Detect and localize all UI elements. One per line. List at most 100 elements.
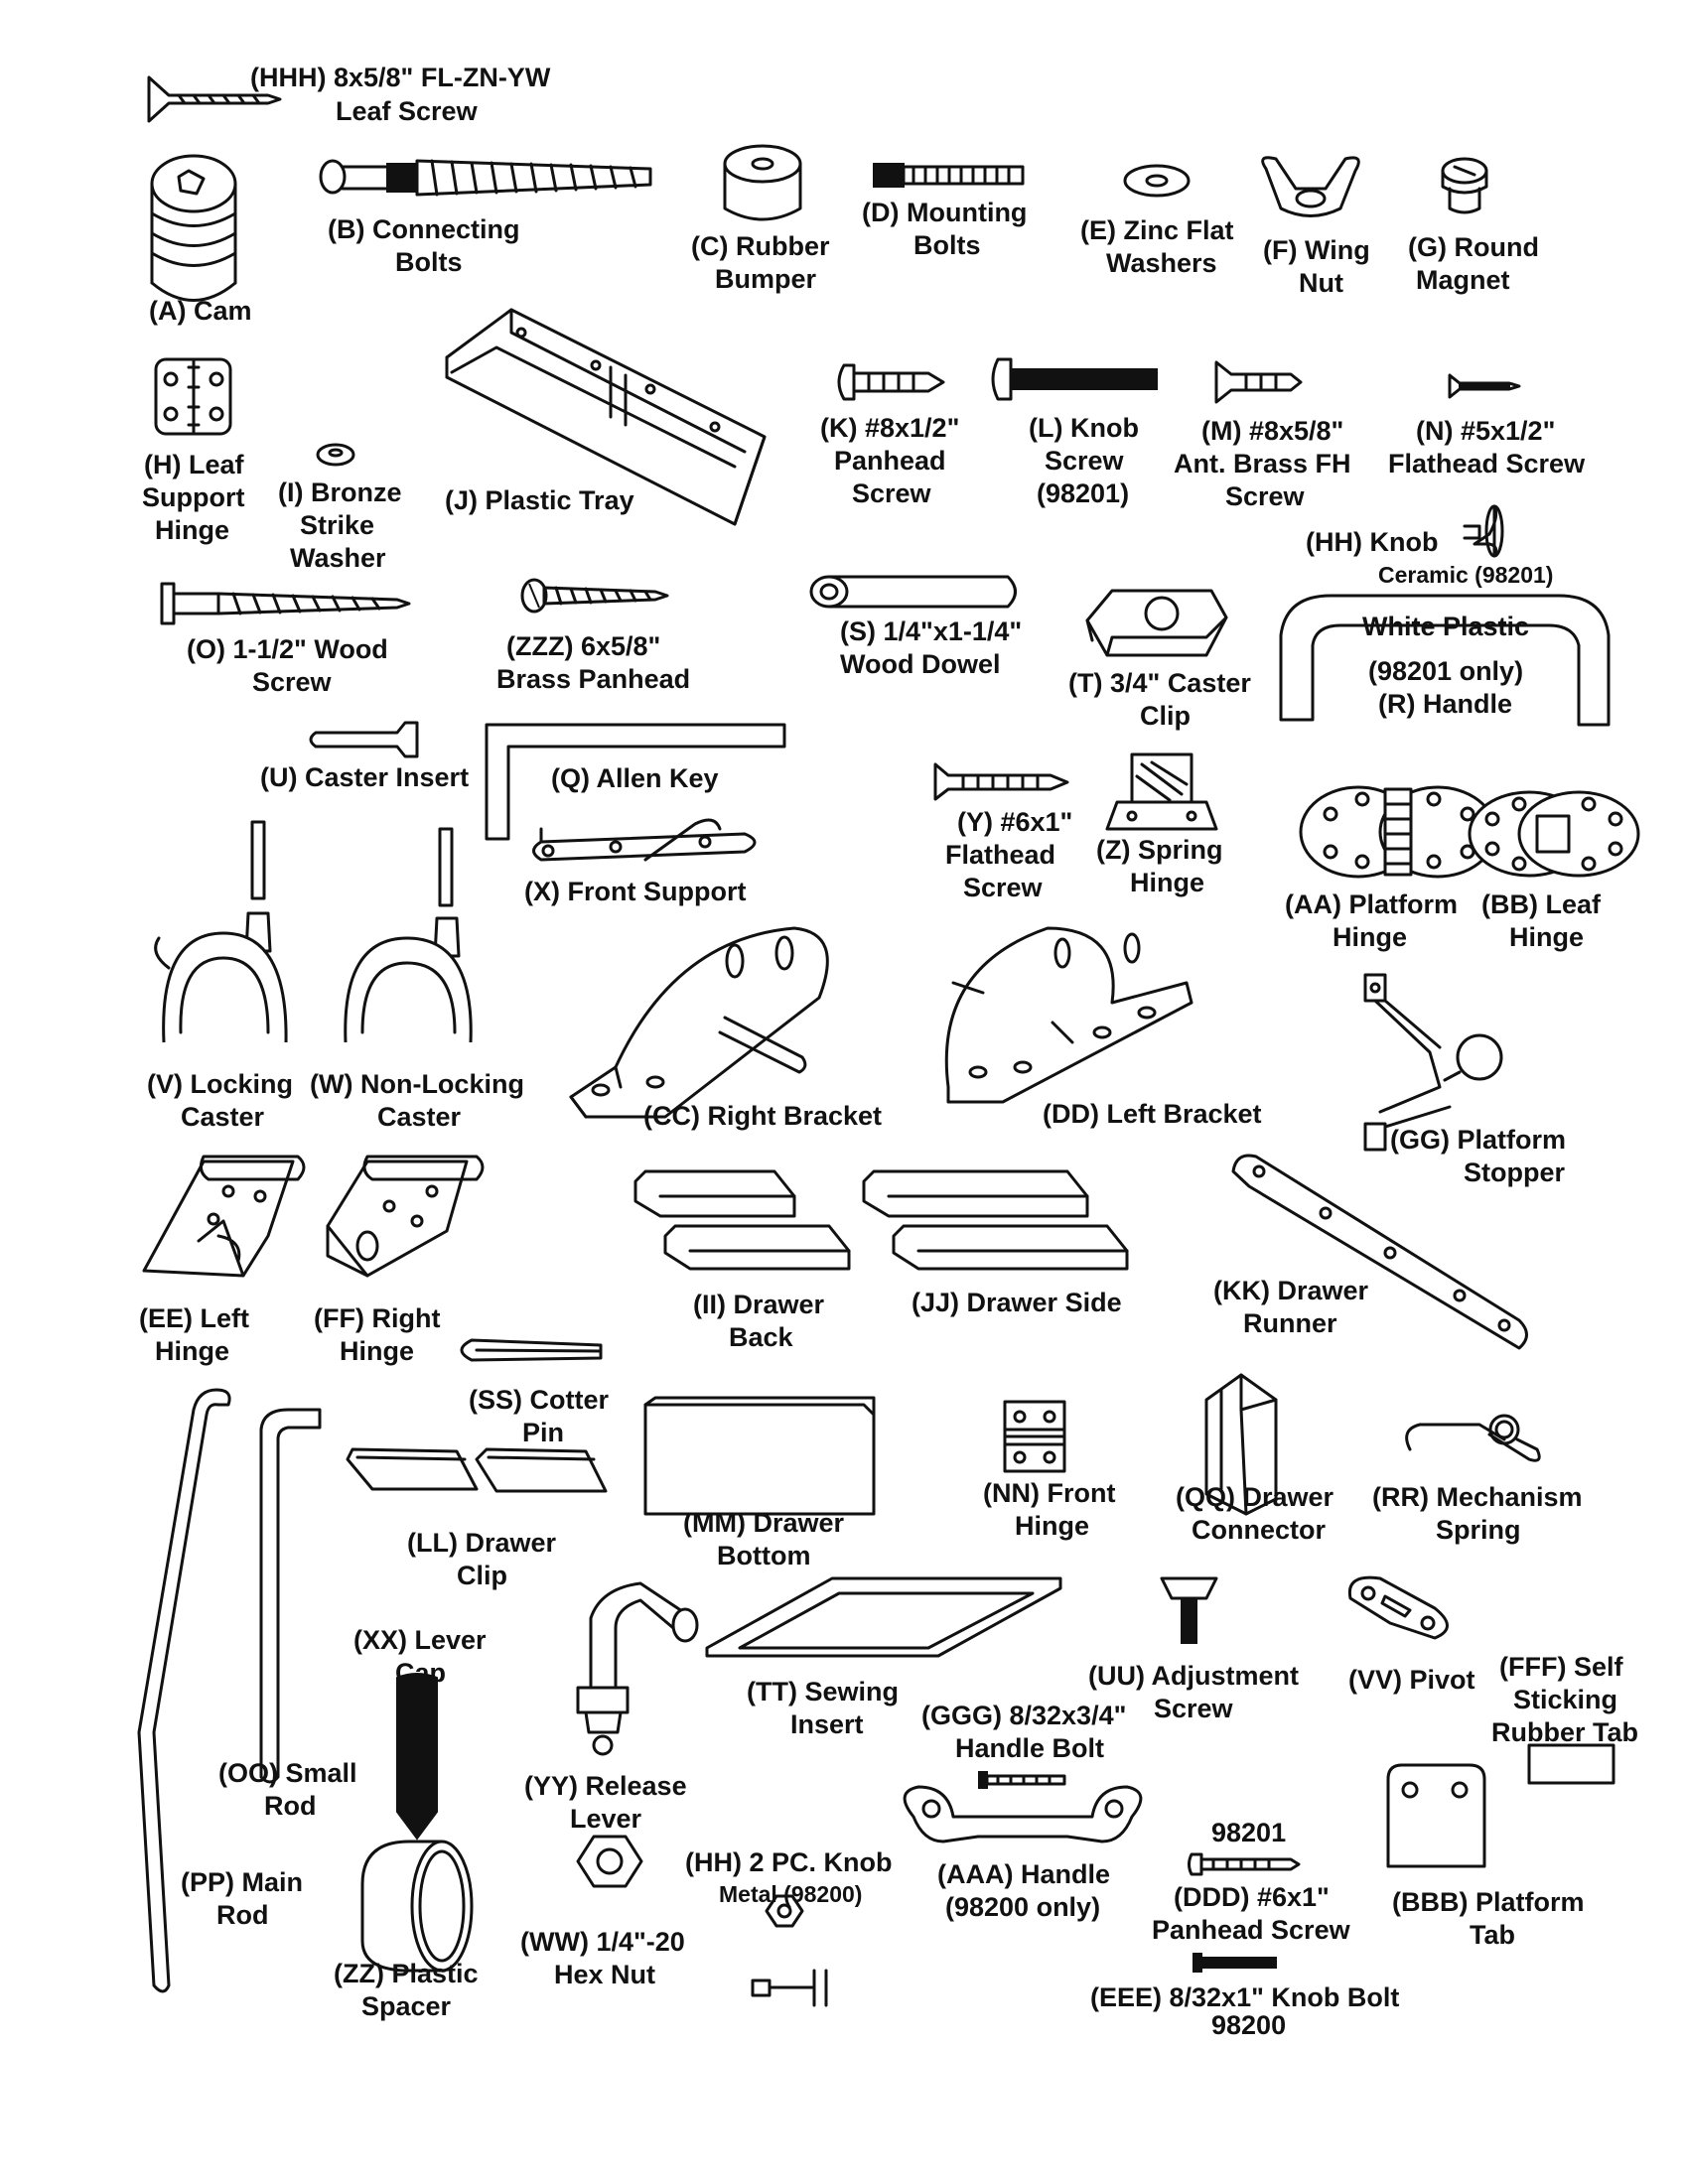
part-label-R-line2: (98201 only) bbox=[1368, 656, 1524, 686]
platform-hinge-icon bbox=[1299, 785, 1497, 879]
part-label-D: (D) Mounting bbox=[862, 198, 1028, 227]
bolt-icon bbox=[1193, 1953, 1277, 1973]
part-label-JJ: (JJ) Drawer Side bbox=[912, 1288, 1122, 1317]
part-label-PP: (PP) Main bbox=[181, 1867, 304, 1897]
runner-icon bbox=[1231, 1154, 1528, 1350]
wing-nut-icon bbox=[1261, 156, 1360, 217]
part-label-Z-line2: Hinge bbox=[1130, 868, 1205, 897]
hinge-icon bbox=[142, 1155, 306, 1278]
part-label-I-line2: Strike bbox=[300, 510, 375, 540]
caster-icon bbox=[154, 820, 288, 1043]
part-label-TT-line2: Insert bbox=[790, 1709, 864, 1739]
part-label-AAA-line2: (98200 only) bbox=[945, 1892, 1101, 1922]
part-label-F-line2: Nut bbox=[1299, 268, 1343, 298]
part-label-DDD-line3: Panhead Screw bbox=[1152, 1915, 1350, 1945]
part-label-Q: (Q) Allen Key bbox=[551, 763, 719, 793]
part-label-VV: (VV) Pivot bbox=[1348, 1665, 1475, 1695]
part-label-K: (K) #8x1/2" bbox=[820, 413, 960, 443]
cotter-pin-icon bbox=[460, 1338, 603, 1362]
part-label-DD: (DD) Left Bracket bbox=[1043, 1099, 1262, 1129]
part-label-FFF: (FFF) Self bbox=[1499, 1652, 1623, 1682]
part-label-HHH: (HHH) 8x5/8" FL-ZN-YW bbox=[250, 63, 551, 92]
part-label-J: (J) Plastic Tray bbox=[445, 485, 634, 515]
hinge-icon bbox=[1003, 1400, 1066, 1473]
part-label-K-line3: Screw bbox=[852, 478, 931, 508]
part-label-C-line2: Bumper bbox=[715, 264, 817, 294]
part-label-YY-line2: Lever bbox=[570, 1804, 642, 1834]
part-label-GGG: (GGG) 8/32x3/4" bbox=[921, 1701, 1127, 1730]
drawer-bottom-icon bbox=[643, 1396, 876, 1516]
part-label-G: (G) Round bbox=[1408, 232, 1539, 262]
part-label-BB: (BB) Leaf bbox=[1481, 889, 1601, 919]
part-label-X: (X) Front Support bbox=[524, 877, 747, 906]
handle-icon bbox=[903, 1785, 1143, 1843]
part-label-DDD: 98201 bbox=[1211, 1818, 1287, 1847]
part-label-HH-ceramic: (HH) Knob bbox=[1306, 527, 1439, 557]
part-label-W: (W) Non-Locking bbox=[310, 1069, 524, 1099]
part-label-II: (II) Drawer bbox=[693, 1290, 825, 1319]
part-label-E-line2: Washers bbox=[1106, 248, 1217, 278]
part-label-EEE-line2: 98200 bbox=[1211, 2010, 1287, 2040]
part-label-TT: (TT) Sewing bbox=[747, 1677, 899, 1706]
magnet-icon bbox=[1441, 157, 1488, 214]
part-label-QQ-line2: Connector bbox=[1192, 1515, 1326, 1545]
part-label-F: (F) Wing bbox=[1263, 235, 1370, 265]
part-label-ZZ-line2: Spacer bbox=[361, 1991, 452, 2021]
part-label-EEE: (EEE) 8/32x1" Knob Bolt bbox=[1090, 1982, 1400, 2012]
leaf-hinge-icon bbox=[1468, 790, 1640, 878]
part-label-B-line2: Bolts bbox=[395, 247, 463, 277]
part-label-Y-line2: Flathead bbox=[945, 840, 1056, 870]
flat-screw-icon bbox=[1448, 373, 1521, 399]
part-label-YY: (YY) Release bbox=[524, 1771, 687, 1801]
part-label-HH-ceramic-line2: Ceramic (98201) bbox=[1378, 562, 1554, 588]
hinge-icon bbox=[326, 1155, 485, 1278]
rod-icon bbox=[259, 1408, 322, 1784]
part-label-FF-line2: Hinge bbox=[340, 1336, 415, 1366]
caster-icon bbox=[344, 827, 473, 1043]
part-label-L-line3: (98201) bbox=[1037, 478, 1130, 508]
part-label-U: (U) Caster Insert bbox=[260, 762, 470, 792]
part-label-BBB-line2: Tab bbox=[1470, 1920, 1515, 1950]
pan-screw-icon bbox=[520, 578, 669, 614]
part-label-O-line2: Screw bbox=[252, 667, 332, 697]
part-label-NN-line2: Hinge bbox=[1015, 1511, 1090, 1541]
part-label-OO-line2: Rod bbox=[264, 1791, 317, 1821]
part-label-KK: (KK) Drawer bbox=[1213, 1276, 1369, 1305]
part-label-O: (O) 1-1/2" Wood bbox=[187, 634, 388, 664]
part-label-M-line2: Ant. Brass FH bbox=[1174, 449, 1351, 478]
part-label-II-line2: Back bbox=[729, 1322, 793, 1352]
part-label-LL: (LL) Drawer bbox=[407, 1528, 557, 1558]
spring-hinge-icon bbox=[1105, 752, 1218, 831]
part-label-D-line2: Bolts bbox=[913, 230, 981, 260]
part-label-RR: (RR) Mechanism bbox=[1372, 1482, 1583, 1512]
hex-nut-icon bbox=[576, 1835, 643, 1888]
cam-icon bbox=[150, 154, 237, 302]
part-label-T-line2: Clip bbox=[1140, 701, 1191, 731]
part-label-PP-line2: Rod bbox=[216, 1900, 269, 1930]
knob-icon bbox=[751, 1894, 828, 2007]
part-label-V-line2: Caster bbox=[181, 1102, 265, 1132]
hinge-icon bbox=[154, 357, 232, 436]
part-label-OO: (OO) Small bbox=[218, 1758, 357, 1788]
drawer-clip-icon bbox=[346, 1447, 608, 1493]
part-label-H-line3: Hinge bbox=[155, 515, 230, 545]
sewing-insert-icon bbox=[705, 1576, 1062, 1658]
part-label-M-line3: Screw bbox=[1225, 481, 1305, 511]
part-label-AA-line2: Hinge bbox=[1333, 922, 1408, 952]
part-label-AA: (AA) Platform bbox=[1285, 889, 1458, 919]
flat-screw-icon bbox=[1214, 360, 1303, 404]
mounting-bolt-icon bbox=[873, 163, 1025, 188]
bracket-icon bbox=[569, 926, 829, 1119]
spacer-icon bbox=[360, 1840, 474, 1973]
adjustment-screw-icon bbox=[1160, 1576, 1218, 1644]
part-label-W-line2: Caster bbox=[377, 1102, 462, 1132]
part-label-S-line2: Wood Dowel bbox=[840, 649, 1001, 679]
part-label-ZZ: (ZZ) Plastic bbox=[334, 1959, 479, 1988]
part-label-Y: (Y) #6x1" bbox=[957, 807, 1073, 837]
part-label-N-line2: Flathead Screw bbox=[1388, 449, 1586, 478]
part-label-B: (B) Connecting bbox=[328, 214, 520, 244]
part-label-BB-line2: Hinge bbox=[1509, 922, 1585, 952]
part-label-Z: (Z) Spring bbox=[1096, 835, 1223, 865]
